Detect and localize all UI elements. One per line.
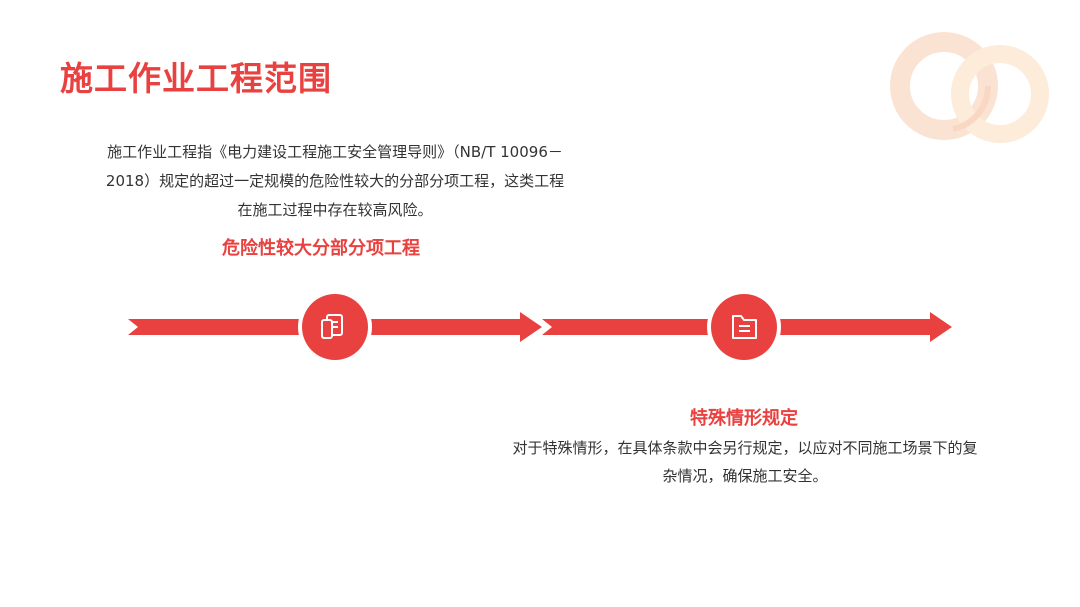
item-heading-special-cases: 特殊情形规定 — [690, 408, 798, 429]
intro-paragraph: 施工作业工程指《电力建设工程施工安全管理导则》（NB/T 10096－2018）… — [105, 143, 565, 219]
decorative-logo-icon — [890, 32, 1049, 143]
special-cases-description: 对于特殊情形，在具体条款中会另行规定，以应对不同施工场景下的复杂情况，确保施工安… — [512, 439, 978, 485]
folder-icon — [707, 290, 781, 364]
document-icon — [298, 290, 372, 364]
timeline-arrows — [128, 290, 952, 364]
item-heading-hazardous-works: 危险性较大分部分项工程 — [222, 238, 420, 259]
slide-title: 施工作业工程范围 — [60, 59, 332, 98]
